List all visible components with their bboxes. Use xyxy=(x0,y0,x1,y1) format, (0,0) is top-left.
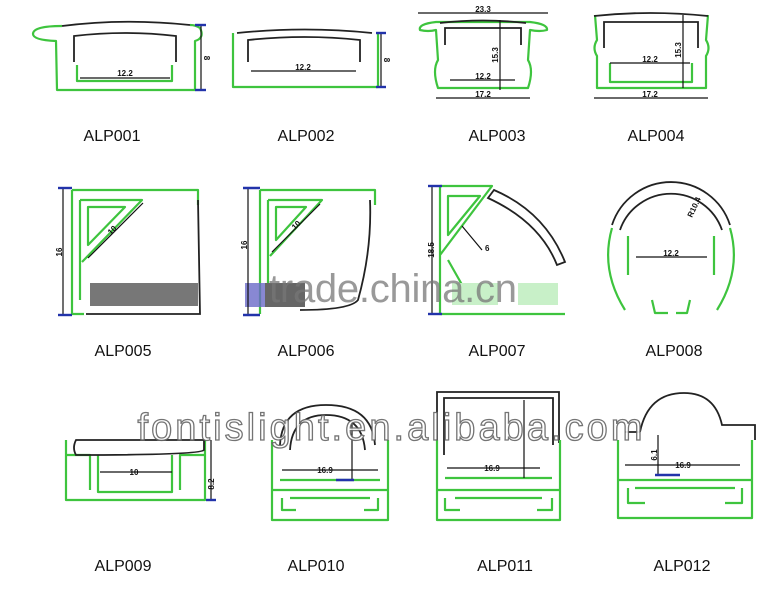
dimension-radius: R10.4 xyxy=(686,195,703,219)
dimension-depth: 6 xyxy=(485,244,490,253)
profile-alp001: 12.2 8 xyxy=(31,20,211,92)
profile-alp002: 12.2 8 xyxy=(231,28,391,89)
dimension-width: 12.2 xyxy=(663,249,679,258)
profile-alp009: 10 8.2 xyxy=(64,439,216,502)
profile-label-alp005: ALP005 xyxy=(95,343,152,360)
dimension-bottom-width: 17.2 xyxy=(642,90,658,99)
dimension-width: 12.2 xyxy=(295,63,311,72)
dimension-width: 16.9 xyxy=(675,461,691,470)
profile-label-alp012: ALP012 xyxy=(654,558,711,575)
profile-alp008: 12.2 R10.4 xyxy=(607,181,735,315)
dimension-height: 15.3 xyxy=(674,42,683,58)
dimension-inner-width: 12.2 xyxy=(475,72,491,81)
dimension-height: 8 xyxy=(202,56,211,61)
dimension-diagonal: 10 xyxy=(290,219,303,232)
profile-label-alp003: ALP003 xyxy=(469,128,526,145)
profile-label-alp008: ALP008 xyxy=(646,343,703,360)
dimension-inner-width: 12.2 xyxy=(642,55,658,64)
watermark-trade-china: trade.china.cn xyxy=(269,267,517,311)
profile-label-alp002: ALP002 xyxy=(278,128,335,145)
profile-alp007: 18.5 6 xyxy=(427,184,567,316)
profile-label-alp006: ALP006 xyxy=(278,343,335,360)
dimension-top-width: 23.3 xyxy=(475,5,491,14)
dimension-height: 16 xyxy=(240,240,249,249)
profile-alp003: 23.3 15.3 12.2 17.2 xyxy=(418,5,549,99)
dimension-width: 12.2 xyxy=(117,69,133,78)
profile-label-alp007: ALP007 xyxy=(469,343,526,360)
dimension-width: 16.9 xyxy=(484,464,500,473)
profile-alp011: 16.9 xyxy=(435,391,562,522)
dimension-bottom-width: 17.2 xyxy=(475,90,491,99)
dimension-height: 8 xyxy=(382,58,391,63)
dimension-height: 16 xyxy=(55,247,64,256)
profile-alp005: 16 10 xyxy=(55,186,201,317)
profile-alp010: 16.9 xyxy=(270,404,390,522)
profile-label-alp010: ALP010 xyxy=(288,558,345,575)
dimension-width: 10 xyxy=(130,468,139,477)
profile-label-alp001: ALP001 xyxy=(84,128,141,145)
profile-label-alp004: ALP004 xyxy=(628,128,685,145)
watermark-alibaba: fontislight.en.alibaba.com xyxy=(138,407,643,449)
profile-label-alp009: ALP009 xyxy=(95,558,152,575)
dimension-height: 18.5 xyxy=(427,242,436,258)
diffuser-bar xyxy=(90,283,198,306)
dimension-height: 8.2 xyxy=(207,478,216,490)
dimension-height: 15.3 xyxy=(491,47,500,63)
profile-label-alp011: ALP011 xyxy=(477,558,533,575)
profile-alp012: 6.1 16.9 xyxy=(616,392,756,520)
profile-alp004: 15.3 12.2 17.2 xyxy=(593,12,710,99)
dimension-height: 6.1 xyxy=(650,449,659,461)
dimension-width: 16.9 xyxy=(317,466,333,475)
profile-alp006: 16 10 xyxy=(240,186,377,317)
